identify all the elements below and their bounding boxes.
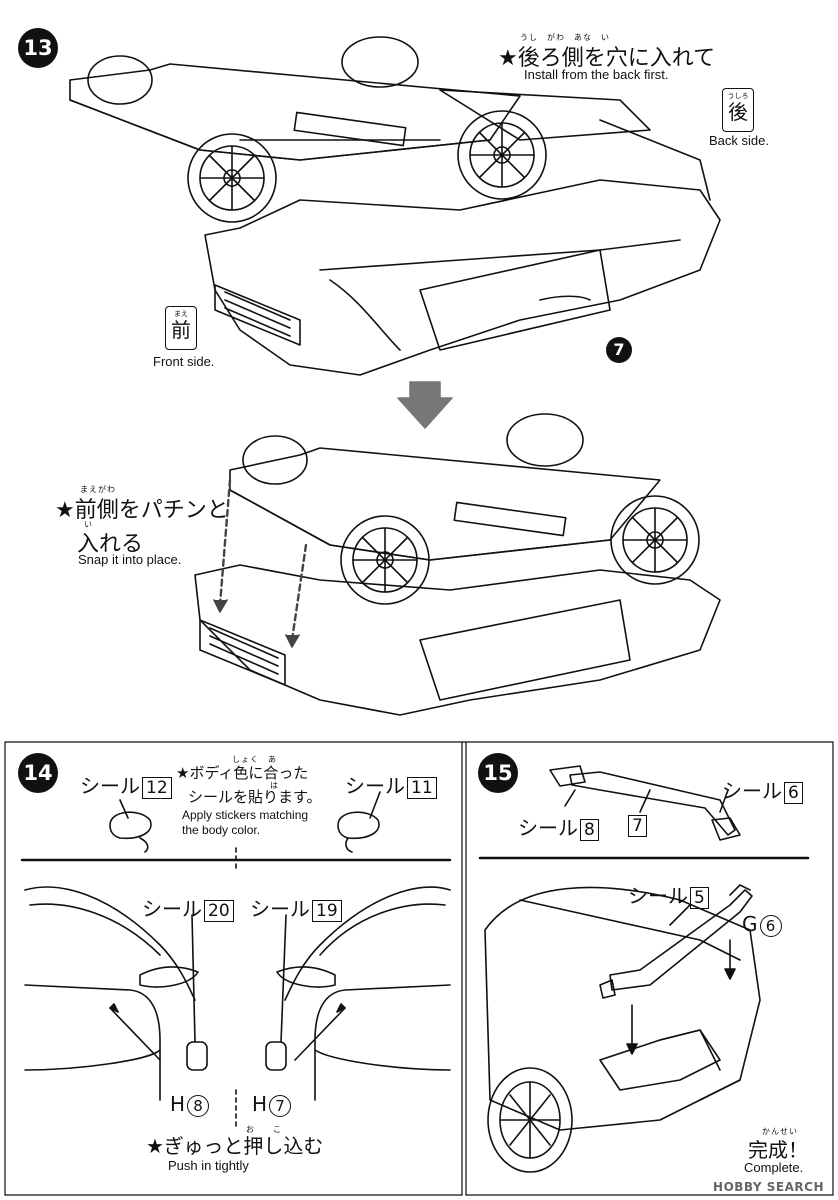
sticker-12-word: シール <box>80 774 140 798</box>
snap-jp-line1: ★前側をパチンと <box>55 498 229 523</box>
down-arrow <box>397 381 453 429</box>
snap-jp-line2: 入れる <box>77 532 144 557</box>
sticker-8-word: シール <box>518 816 578 840</box>
part-7-number: 7 <box>628 815 647 837</box>
back-side-ruby: うしろ <box>727 92 749 100</box>
front-side-box: まえ 前 <box>165 306 197 350</box>
sticker-11-word: シール <box>345 774 405 798</box>
snap-ruby-2: い <box>84 520 93 529</box>
part-g6-letter: G <box>742 912 758 936</box>
sticker-6-word: シール <box>722 779 782 803</box>
step-15-number: 15 <box>478 753 518 793</box>
part-7-label: 7 <box>626 812 647 837</box>
snap-en: Snap it into place. <box>78 552 182 567</box>
body-color-ruby-2: は <box>270 781 279 790</box>
complete-en: Complete. <box>744 1160 804 1175</box>
sticker-8-number: 8 <box>580 819 599 841</box>
complete-ruby: かんせい <box>762 1127 798 1136</box>
body-color-en-line1: Apply stickers matching <box>182 808 309 822</box>
back-side-kanji: 後 <box>728 100 748 124</box>
step-14-number: 14 <box>18 753 58 793</box>
sticker-20-number: 20 <box>204 900 234 922</box>
install-back-ruby: うし がわ あな い <box>520 33 610 42</box>
body-color-jp-line2: シールを貼ります。 <box>188 788 322 806</box>
body-color-en-line2: the body color. <box>182 823 261 837</box>
install-back-en: Install from the back first. <box>524 67 669 82</box>
push-jp: ★ぎゅっと押し込む <box>146 1134 324 1158</box>
completed-car-rear-illustration <box>484 884 761 1173</box>
sticker-6-number: 6 <box>784 782 803 804</box>
body-color-ruby: しょく あ <box>232 755 277 764</box>
part-h7-number: 7 <box>269 1095 292 1117</box>
sticker-19-number: 19 <box>312 900 342 922</box>
car-upside-down-after-illustration <box>194 413 721 716</box>
sticker-5-number: 5 <box>690 887 709 909</box>
part-h8-letter: H <box>170 1092 186 1116</box>
left-door-mirror-illustration <box>24 886 208 1101</box>
push-en: Push in tightly <box>168 1158 249 1173</box>
rear-spoiler-part-illustration <box>549 765 741 841</box>
snap-ruby: まえがわ <box>80 485 116 494</box>
back-side-box: うしろ 後 <box>722 88 754 132</box>
part-7-marker: 7 <box>606 337 632 363</box>
front-side-en: Front side. <box>153 354 215 369</box>
right-door-mirror-illustration <box>265 886 451 1101</box>
front-side-kanji: 前 <box>171 318 191 342</box>
install-back-jp: ★後ろ側を穴に入れて <box>498 46 716 71</box>
part-g6-number: 6 <box>759 915 782 937</box>
body-color-jp-line1: ★ボディ色に合った <box>176 764 309 782</box>
car-upside-down-before-illustration <box>69 36 721 376</box>
mirror-sticker-right-illustration <box>337 811 380 853</box>
sticker-20-word: シール <box>142 897 202 921</box>
sticker-5-word: シール <box>628 884 688 908</box>
push-ruby: お こ <box>246 1125 282 1134</box>
complete-jp: 完成！ <box>748 1138 808 1162</box>
mirror-sticker-left-illustration <box>109 811 152 853</box>
hobby-search-logo: HOBBY SEARCH <box>713 1180 824 1194</box>
front-side-ruby: まえ <box>174 310 188 318</box>
sticker-12-number: 12 <box>142 777 172 799</box>
part-h8-number: 8 <box>187 1095 210 1117</box>
sticker-19-word: シール <box>250 897 310 921</box>
step-13-number: 13 <box>18 28 58 68</box>
back-side-en: Back side. <box>709 133 769 148</box>
sticker-11-number: 11 <box>407 777 437 799</box>
part-h7-letter: H <box>252 1092 268 1116</box>
